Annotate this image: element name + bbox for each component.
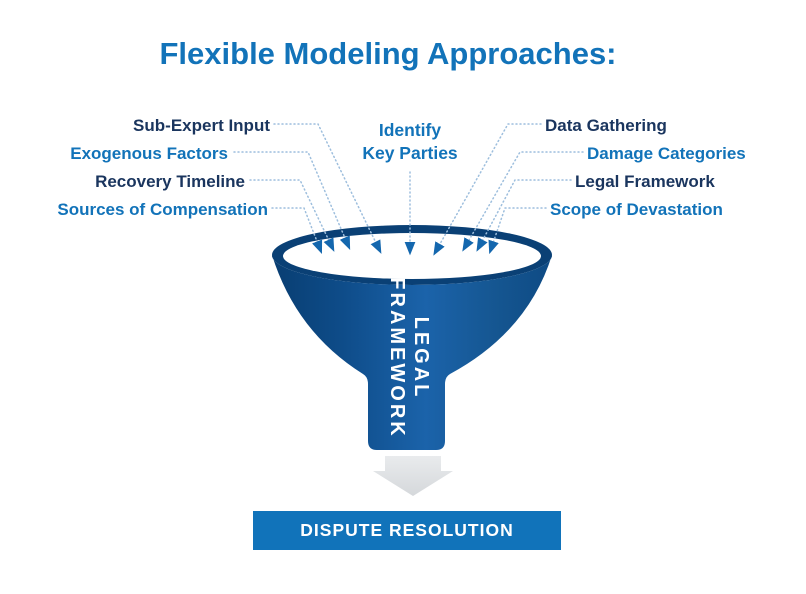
input-label-identify-key-parties: Identify Key Parties bbox=[330, 119, 490, 165]
funnel-opening bbox=[283, 233, 541, 279]
leader-sources-of-compensation bbox=[271, 207, 323, 255]
down-arrow-icon bbox=[373, 456, 453, 496]
funnel-body bbox=[272, 255, 552, 450]
leader-damage-categories bbox=[462, 151, 584, 252]
result-box: DISPUTE RESOLUTION bbox=[253, 511, 561, 550]
leader-sub-expert-input bbox=[273, 123, 382, 254]
input-label-legal-framework: Legal Framework bbox=[575, 172, 715, 191]
leader-data-gathering bbox=[433, 123, 542, 256]
page-title: Flexible Modeling Approaches: bbox=[159, 36, 617, 71]
input-label-recovery-timeline: Recovery Timeline bbox=[95, 172, 245, 191]
input-label-identify-line1: Identify bbox=[378, 120, 442, 140]
result-box-label: DISPUTE RESOLUTION bbox=[300, 520, 514, 540]
leader-scope-of-devastation bbox=[488, 207, 547, 255]
funnel-stage-label-line1: LEGAL bbox=[410, 316, 432, 400]
input-label-data-gathering: Data Gathering bbox=[545, 116, 667, 135]
input-label-scope-of-devastation: Scope of Devastation bbox=[550, 200, 723, 219]
input-label-damage-categories: Damage Categories bbox=[587, 144, 746, 163]
leader-legal-framework bbox=[476, 179, 572, 252]
input-label-identify-line2: Key Parties bbox=[362, 143, 458, 163]
input-label-exogenous-factors: Exogenous Factors bbox=[70, 144, 228, 163]
input-label-sub-expert-input: Sub-Expert Input bbox=[133, 116, 270, 135]
leader-recovery-timeline bbox=[249, 179, 335, 252]
funnel-stage-label: LEGAL FRAMEWORK bbox=[380, 277, 438, 438]
leader-lines bbox=[233, 123, 584, 256]
leader-exogenous-factors bbox=[233, 151, 351, 250]
funnel-stage-label-line2: FRAMEWORK bbox=[386, 277, 408, 439]
input-label-sources-of-compensation: Sources of Compensation bbox=[57, 200, 268, 219]
